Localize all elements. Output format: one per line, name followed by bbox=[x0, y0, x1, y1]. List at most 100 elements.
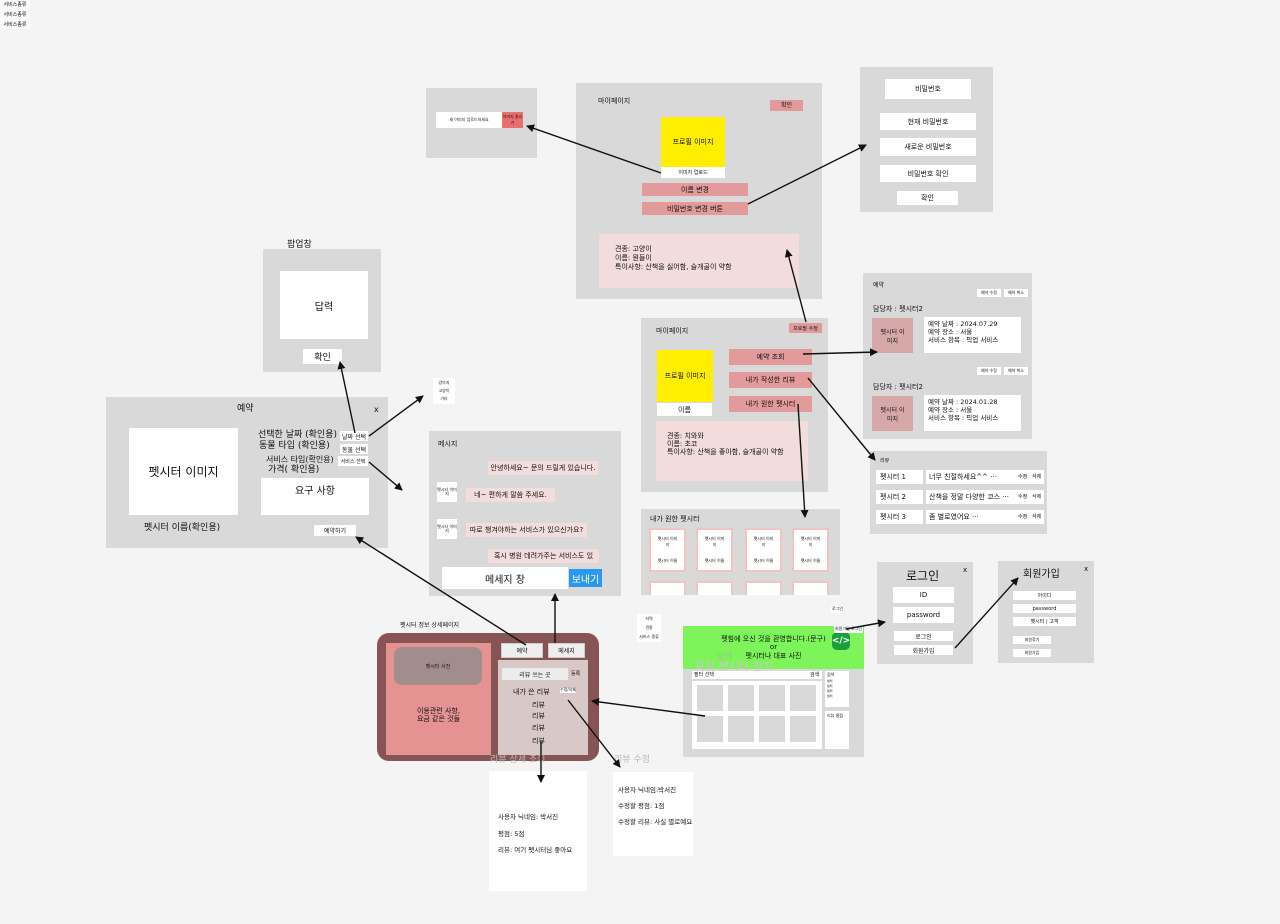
profile-edit-button[interactable]: 프로필 수정 bbox=[789, 323, 822, 333]
dropdown-option[interactable]: 서비스종류 bbox=[3, 12, 27, 18]
sitter-card[interactable]: 펫시터 이미지 펫시터 이름 bbox=[649, 528, 686, 572]
signup-password-input[interactable]: password bbox=[1013, 604, 1076, 613]
arrow bbox=[797, 403, 809, 518]
change-name-button[interactable]: 이름 변경 bbox=[642, 183, 748, 196]
upload-input[interactable]: 새 이미지 업로드하세요 bbox=[436, 112, 502, 128]
result-card[interactable] bbox=[790, 685, 816, 711]
review-text-row[interactable]: 산책을 정말 다양한 코스 ··· 수정 삭제 bbox=[926, 490, 1044, 504]
side-filter-item[interactable]: 필터 bbox=[827, 694, 833, 698]
filter-select[interactable]: 필터 선택 bbox=[694, 672, 714, 678]
signup-submit-button[interactable]: 회원가입 bbox=[1013, 649, 1051, 657]
review-edit-delete[interactable]: 수정/삭제 bbox=[560, 687, 577, 693]
message-panel: 메시지 안녕하세요~ 문의 드릴게 있습니다. 펫시터 이미지 네~ 편하게 말… bbox=[429, 431, 621, 596]
review-edit-link[interactable]: 수정 bbox=[1018, 474, 1028, 480]
review-register-button[interactable]: 등록 bbox=[571, 671, 581, 677]
sitter-card[interactable]: 펫시터 이미지 펫시터 이름 bbox=[696, 528, 733, 572]
side-filter-item[interactable]: 필터 bbox=[827, 679, 833, 683]
review-delete-link[interactable]: 삭제 bbox=[1032, 494, 1042, 500]
dropdown-option[interactable]: 고양이 bbox=[438, 388, 450, 393]
popup-ok-button[interactable]: 확인 bbox=[303, 349, 342, 364]
review-delete-link[interactable]: 삭제 bbox=[1032, 474, 1042, 480]
login-button[interactable]: 로그인 bbox=[894, 631, 953, 641]
edit-reservation-button[interactable]: 예약 수정 bbox=[977, 289, 1001, 297]
review-edit-link[interactable]: 수정 bbox=[1018, 494, 1028, 500]
confirm-password-field[interactable]: 비밀번호 확인 bbox=[880, 165, 976, 182]
card-image: 펫시터 이미지 bbox=[753, 536, 774, 547]
find-member-button[interactable]: 회원찾기 bbox=[1013, 636, 1051, 644]
review-item[interactable]: 리뷰 bbox=[532, 701, 545, 709]
rating-link[interactable]: 리뷰 평점 bbox=[827, 713, 843, 718]
reserve-button[interactable]: 예약하기 bbox=[314, 525, 356, 536]
sitter-card[interactable]: 펫시터 이미지 펫시터 이름 bbox=[792, 528, 829, 572]
search-button[interactable]: 검색 bbox=[810, 672, 820, 678]
result-card[interactable] bbox=[728, 716, 754, 742]
id-input[interactable]: ID bbox=[893, 587, 954, 603]
my-reviews-button[interactable]: 내가 작성한 리뷰 bbox=[729, 372, 812, 388]
code-icon[interactable]: </> bbox=[832, 632, 850, 650]
review-delete-link[interactable]: 삭제 bbox=[1032, 514, 1042, 520]
confirm-button[interactable]: 확인 bbox=[770, 100, 803, 111]
my-reservations-button[interactable]: 예약 조회 bbox=[729, 349, 812, 365]
review-row[interactable]: 펫시터 2 bbox=[876, 490, 923, 504]
result-card[interactable] bbox=[759, 716, 785, 742]
review-write-field[interactable]: 리뷰 쓰는 곳 bbox=[502, 668, 568, 680]
side-filter-item[interactable]: 필터 bbox=[827, 689, 833, 693]
mypage-title: 마이페이지 bbox=[598, 97, 631, 105]
review-text-row[interactable]: 너무 친절하세요^^ ··· 수정 삭제 bbox=[926, 470, 1044, 484]
detail-page-label: 펫시터 정보 상세페이지 bbox=[400, 622, 460, 629]
signup-button[interactable]: 회원가입 bbox=[894, 645, 953, 655]
dropdown-option[interactable]: 강아지 bbox=[438, 380, 450, 385]
search-bar[interactable]: 필터 선택 검색 bbox=[692, 671, 822, 679]
result-card[interactable] bbox=[790, 716, 816, 742]
pick-date-button[interactable]: 날짜 선택 bbox=[340, 431, 368, 441]
cancel-reservation-button[interactable]: 예약 취소 bbox=[1004, 289, 1028, 297]
userid-input[interactable]: 아이디 bbox=[1013, 591, 1076, 600]
left-filter-item[interactable]: 서비스 종류 bbox=[639, 634, 659, 639]
review-text-row[interactable]: 좀 별로였어요 ··· 수정 삭제 bbox=[926, 510, 1044, 524]
result-card[interactable] bbox=[728, 685, 754, 711]
request-field[interactable]: 요구 사항 bbox=[261, 478, 369, 515]
password-input[interactable]: password bbox=[893, 607, 954, 623]
review-item[interactable]: 리뷰 bbox=[532, 737, 545, 745]
role-select[interactable]: 펫시터 | 고객 bbox=[1013, 617, 1076, 626]
message-bubble: 혹시 병원 데려가주는 서비스도 있 bbox=[488, 549, 599, 563]
review-row[interactable]: 펫시터 1 bbox=[876, 470, 923, 484]
arrow bbox=[368, 395, 424, 437]
top-login-link[interactable]: 로그인 bbox=[831, 606, 845, 613]
message-input[interactable]: 메세지 창 bbox=[442, 567, 568, 589]
review-edit-link[interactable]: 수정 bbox=[1018, 514, 1028, 520]
image-upload-button[interactable]: 이미지 업로드 bbox=[661, 167, 725, 178]
detail-reserve-button[interactable]: 예약 bbox=[501, 643, 543, 658]
cancel-reservation-button[interactable]: 예약 취소 bbox=[1004, 367, 1028, 375]
pick-service-button[interactable]: 서비스 선택 bbox=[338, 456, 368, 466]
review-text: 산책을 정말 다양한 코스 ··· bbox=[929, 493, 1009, 501]
sitter-card[interactable]: 펫시터 이미지 펫시터 이름 bbox=[745, 528, 782, 572]
result-card[interactable] bbox=[697, 716, 723, 742]
reservation-list-panel: 예약 예약 수정 예약 취소 담당자 : 펫시터2 펫시터 이미지 예약 날짜 … bbox=[863, 273, 1032, 439]
close-icon[interactable]: x bbox=[963, 566, 968, 574]
edit-reservation-button[interactable]: 예약 수정 bbox=[977, 367, 1001, 375]
side-filter-item[interactable]: 필터 bbox=[827, 684, 833, 688]
pick-animal-button[interactable]: 동물 선택 bbox=[340, 444, 368, 454]
upload-button[interactable]: 이미지 올리기 bbox=[502, 112, 523, 128]
new-password-field[interactable]: 새로운 비밀번호 bbox=[880, 138, 976, 156]
dropdown-option[interactable]: 서비스종류 bbox=[3, 22, 27, 28]
review-row[interactable]: 펫시터 3 bbox=[876, 510, 923, 524]
review-item[interactable]: 리뷰 bbox=[532, 724, 545, 732]
close-icon[interactable]: x bbox=[1084, 565, 1089, 573]
close-icon[interactable]: x bbox=[374, 405, 379, 414]
my-sitters-button[interactable]: 내가 원한 펫시터 bbox=[729, 396, 812, 412]
dropdown-option[interactable]: 기타 bbox=[440, 396, 448, 401]
left-filter-item[interactable]: 견종 bbox=[645, 625, 653, 630]
change-password-button[interactable]: 비밀번호 변경 버튼 bbox=[642, 202, 748, 215]
dropdown-option[interactable]: 서비스종류 bbox=[3, 2, 27, 8]
send-button[interactable]: 보내기 bbox=[569, 569, 602, 587]
current-password-field[interactable]: 현재 비밀번호 bbox=[880, 113, 976, 130]
review-item[interactable]: 리뷰 bbox=[532, 712, 545, 720]
password-ok-button[interactable]: 확인 bbox=[897, 191, 958, 205]
left-filter-item[interactable]: 지역 bbox=[645, 616, 653, 621]
detail-message-button[interactable]: 메세지 bbox=[548, 643, 585, 658]
result-card[interactable] bbox=[697, 685, 723, 711]
result-card[interactable] bbox=[759, 685, 785, 711]
password-panel: 비밀번호 현재 비밀번호 새로운 비밀번호 비밀번호 확인 확인 bbox=[860, 67, 993, 212]
